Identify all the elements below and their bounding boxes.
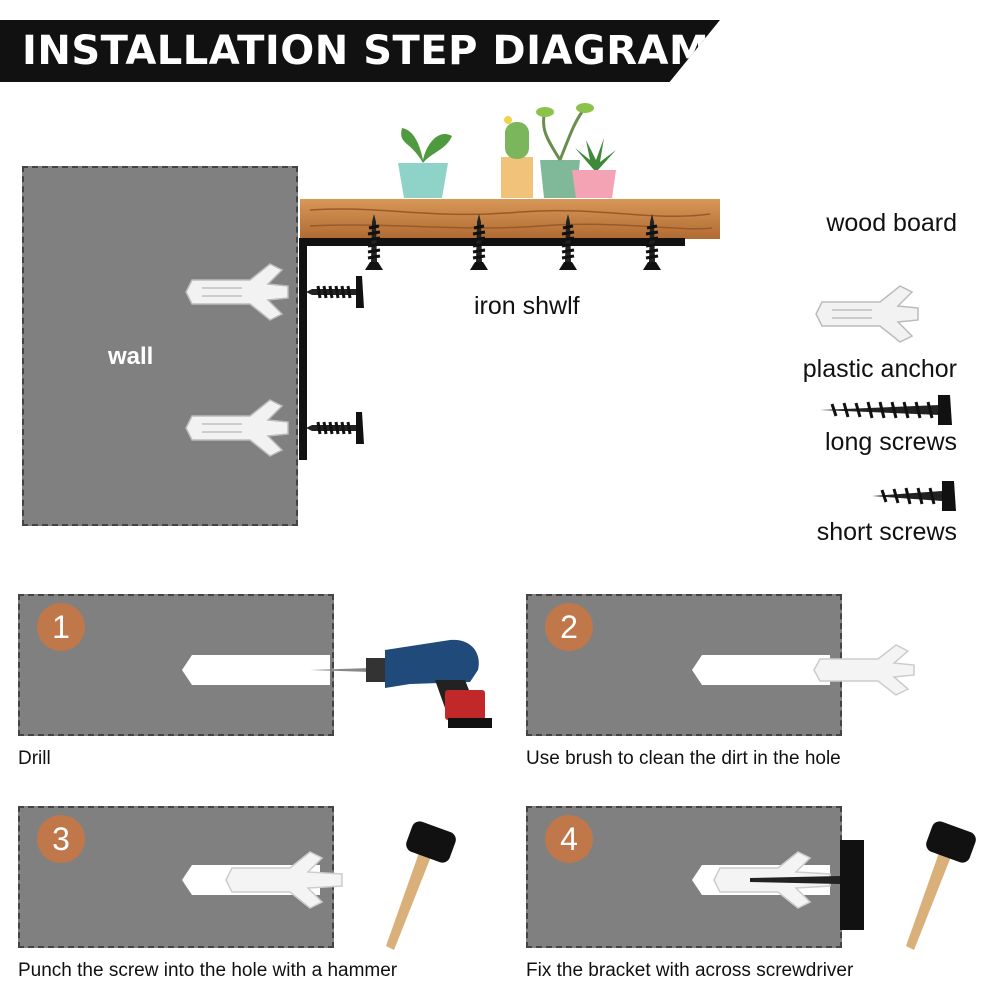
step-2-illustration <box>692 644 915 696</box>
step-4-badge: 4 <box>545 815 593 863</box>
step-3-caption: Punch the screw into the hole with a ham… <box>18 960 398 981</box>
plastic-anchor-label: plastic anchor <box>802 355 957 383</box>
shelf-illustration <box>185 103 956 511</box>
step-1-caption: Drill <box>18 748 51 769</box>
long-screws-label: long screws <box>825 428 957 456</box>
plastic-anchor-icon <box>815 285 919 343</box>
step-1-badge: 1 <box>37 603 85 651</box>
step-3-illustration <box>182 821 456 950</box>
step-1-illustration <box>182 639 492 728</box>
plant-pot-icon <box>572 138 616 198</box>
plant-pot-icon <box>501 116 533 198</box>
plastic-anchor-icon <box>813 644 915 696</box>
plant-pot-icon <box>536 103 594 198</box>
drill-icon <box>310 639 492 728</box>
plastic-anchor-icon <box>225 851 343 909</box>
hammer-icon <box>386 821 456 950</box>
page-title: INSTALLATION STEP DIAGRAM <box>22 28 710 74</box>
hammer-icon <box>906 821 976 950</box>
iron-shelf-bracket <box>300 238 685 246</box>
screw-icon <box>304 410 366 446</box>
iron-shelf-label: iron shwlf <box>474 292 580 320</box>
wall-label: wall <box>108 343 154 370</box>
plastic-anchor-icon <box>185 399 289 457</box>
bracket <box>840 840 864 930</box>
title-banner: INSTALLATION STEP DIAGRAM <box>0 20 720 82</box>
step-4-caption: Fix the bracket with across screwdriver <box>526 960 854 981</box>
step-4-illustration <box>692 821 976 950</box>
plant-pot-icon <box>398 128 452 198</box>
drill-hole <box>182 655 330 685</box>
step-3-badge: 3 <box>37 815 85 863</box>
wall-block <box>22 166 298 526</box>
screw-icon <box>304 274 366 310</box>
step-2-badge: 2 <box>545 603 593 651</box>
short-screw-icon <box>872 481 956 511</box>
plastic-anchor-icon <box>185 263 289 321</box>
short-screws-label: short screws <box>816 518 957 546</box>
long-screw-icon <box>820 395 952 425</box>
step-2-caption: Use brush to clean the dirt in the hole <box>526 748 841 769</box>
wood-board-label: wood board <box>826 209 957 237</box>
